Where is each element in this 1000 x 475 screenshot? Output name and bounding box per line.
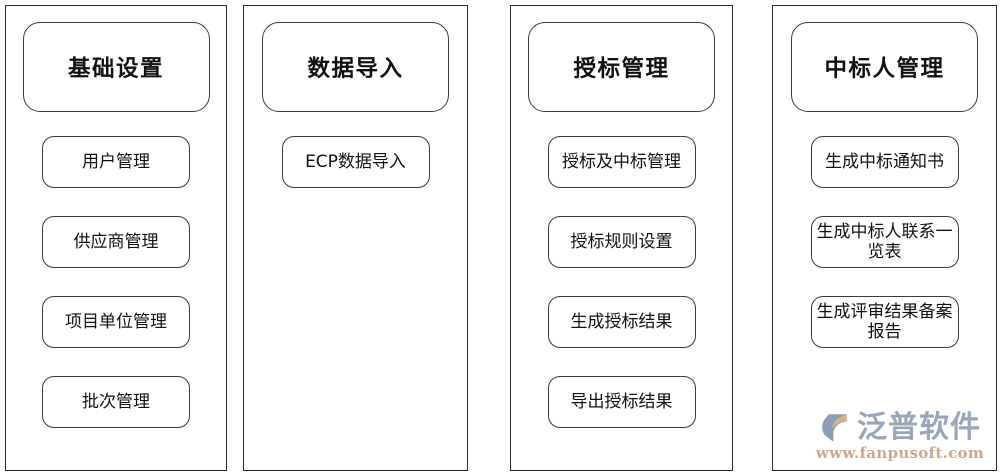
column-header-data-import: 数据导入: [262, 22, 449, 112]
module-item-user-management[interactable]: 用户管理: [42, 136, 190, 188]
diagram-column-data-import: 数据导入 ECP数据导入: [243, 5, 468, 471]
diagram-column-award-management: 授标管理 授标及中标管理 授标规则设置 生成授标结果 导出授标结果: [510, 5, 733, 471]
module-item-generate-winner-contact-list[interactable]: 生成中标人联系一览表: [810, 216, 959, 268]
column-items-winner-management: 生成中标通知书 生成中标人联系一览表 生成评审结果备案报告: [773, 136, 996, 376]
module-item-generate-award-result[interactable]: 生成授标结果: [547, 296, 696, 348]
module-item-generate-review-result-report[interactable]: 生成评审结果备案报告: [810, 296, 959, 348]
module-item-award-and-winner-management[interactable]: 授标及中标管理: [547, 136, 696, 188]
module-item-export-award-result[interactable]: 导出授标结果: [547, 376, 696, 428]
watermark-brand-row: 泛普软件: [819, 411, 981, 445]
watermark: 泛普软件 www.fanpusoft.com: [815, 411, 984, 463]
column-items-award-management: 授标及中标管理 授标规则设置 生成授标结果 导出授标结果: [511, 136, 732, 456]
column-items-data-import: ECP数据导入: [244, 136, 467, 216]
column-header-award-management: 授标管理: [528, 22, 715, 112]
module-item-generate-award-notice[interactable]: 生成中标通知书: [810, 136, 959, 188]
diagram-column-basic-settings: 基础设置 用户管理 供应商管理 项目单位管理 批次管理: [5, 5, 227, 471]
module-item-award-rule-settings[interactable]: 授标规则设置: [547, 216, 696, 268]
column-items-basic-settings: 用户管理 供应商管理 项目单位管理 批次管理: [6, 136, 226, 456]
column-header-basic-settings: 基础设置: [22, 22, 210, 112]
watermark-brand-text: 泛普软件: [856, 410, 981, 445]
fanpu-logo-icon: [822, 414, 848, 442]
column-header-winner-management: 中标人管理: [791, 22, 978, 112]
module-item-project-unit-management[interactable]: 项目单位管理: [42, 296, 190, 348]
diagram-column-winner-management: 中标人管理 生成中标通知书 生成中标人联系一览表 生成评审结果备案报告 泛普软件…: [772, 5, 997, 471]
module-item-batch-management[interactable]: 批次管理: [42, 376, 190, 428]
watermark-url-text: www.fanpusoft.com: [815, 444, 984, 462]
module-item-ecp-data-import[interactable]: ECP数据导入: [281, 136, 430, 188]
module-item-supplier-management[interactable]: 供应商管理: [42, 216, 190, 268]
